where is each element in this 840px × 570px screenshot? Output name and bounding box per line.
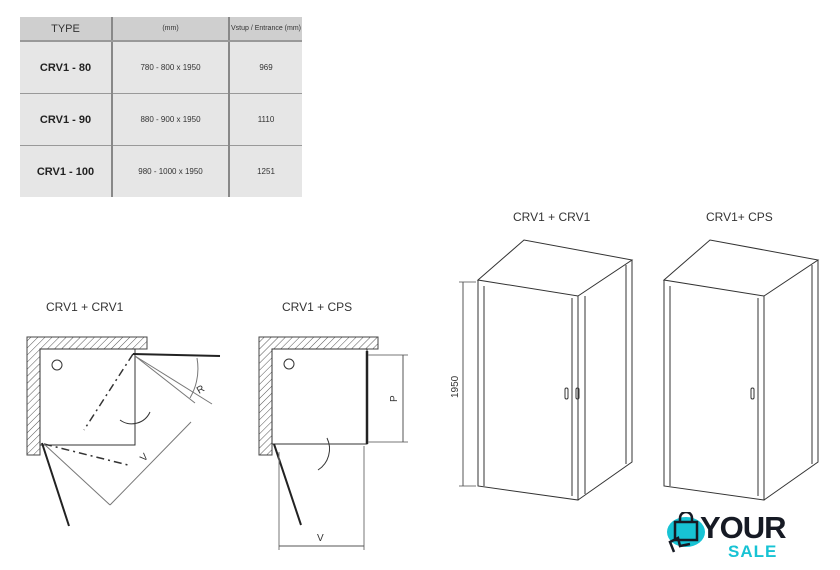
plan-crv1-cps: CRV1 + CPS P V	[258, 300, 408, 550]
cell-entrance: 969	[229, 41, 302, 94]
cell-type: CRV1 - 100	[20, 145, 113, 197]
dimensions-table: TYPE (mm) Vstup / Entrance (mm) CRV1 - 8…	[20, 17, 302, 197]
shower-tray	[39, 348, 136, 446]
cell-entrance: 1110	[229, 93, 302, 146]
dimension-line	[134, 355, 196, 404]
cell-entrance: 1251	[257, 167, 275, 176]
door-open	[273, 443, 302, 526]
cell-size: 980 - 1000 x 1950	[112, 145, 230, 197]
yoursale-logo: YOUR SALE	[666, 510, 816, 562]
shower-tray	[271, 348, 368, 445]
drain-icon	[51, 359, 63, 371]
entrance-label: V	[317, 533, 324, 544]
radius-label: R	[195, 383, 207, 396]
drain-icon	[283, 358, 295, 370]
plan-right-title: CRV1 + CPS	[282, 300, 352, 314]
cell-type: CRV1 - 90	[20, 93, 113, 146]
wall-hatch	[26, 336, 148, 456]
table-header-row: TYPE (mm) Vstup / Entrance (mm)	[20, 17, 302, 42]
table-row: CRV1 - 90 880 - 900 x 1950 1110	[20, 93, 302, 146]
depth-label: P	[389, 395, 400, 402]
cell-size: 780 - 800 x 1950	[112, 41, 230, 94]
door-open	[41, 442, 70, 527]
shopping-bag-hand-icon	[667, 512, 705, 553]
view3d-right-title: CRV1+ CPS	[706, 210, 773, 224]
header-entrance: Vstup / Entrance (mm)	[229, 17, 302, 42]
table-row: CRV1 - 80 780 - 800 x 1950 969	[20, 41, 302, 94]
entrance-label: V	[138, 451, 151, 464]
cell-type: CRV1 - 80	[20, 41, 113, 94]
wall-hatch	[258, 336, 379, 456]
table-row: CRV1 - 100 980 - 1000 x 1950 1251	[20, 145, 302, 197]
logo-word-sale: SALE	[728, 542, 778, 561]
swing-axis	[43, 443, 129, 466]
cell-size: 880 - 900 x 1950	[112, 93, 230, 146]
logo-word-your: YOUR	[700, 510, 787, 545]
door-open	[132, 353, 221, 357]
swing-axis	[83, 353, 134, 431]
view3d-crv1-crv1: CRV1 + CRV1 1950	[450, 210, 634, 501]
plan-left-title: CRV1 + CRV1	[46, 300, 124, 314]
header-size: (mm)	[112, 17, 230, 42]
plan-crv1-crv1: CRV1 + CRV1 R V	[26, 300, 221, 527]
height-label: 1950	[450, 375, 461, 398]
view3d-left-title: CRV1 + CRV1	[513, 210, 591, 224]
header-type: TYPE	[20, 17, 113, 42]
view3d-crv1-cps: CRV1+ CPS	[662, 210, 820, 501]
